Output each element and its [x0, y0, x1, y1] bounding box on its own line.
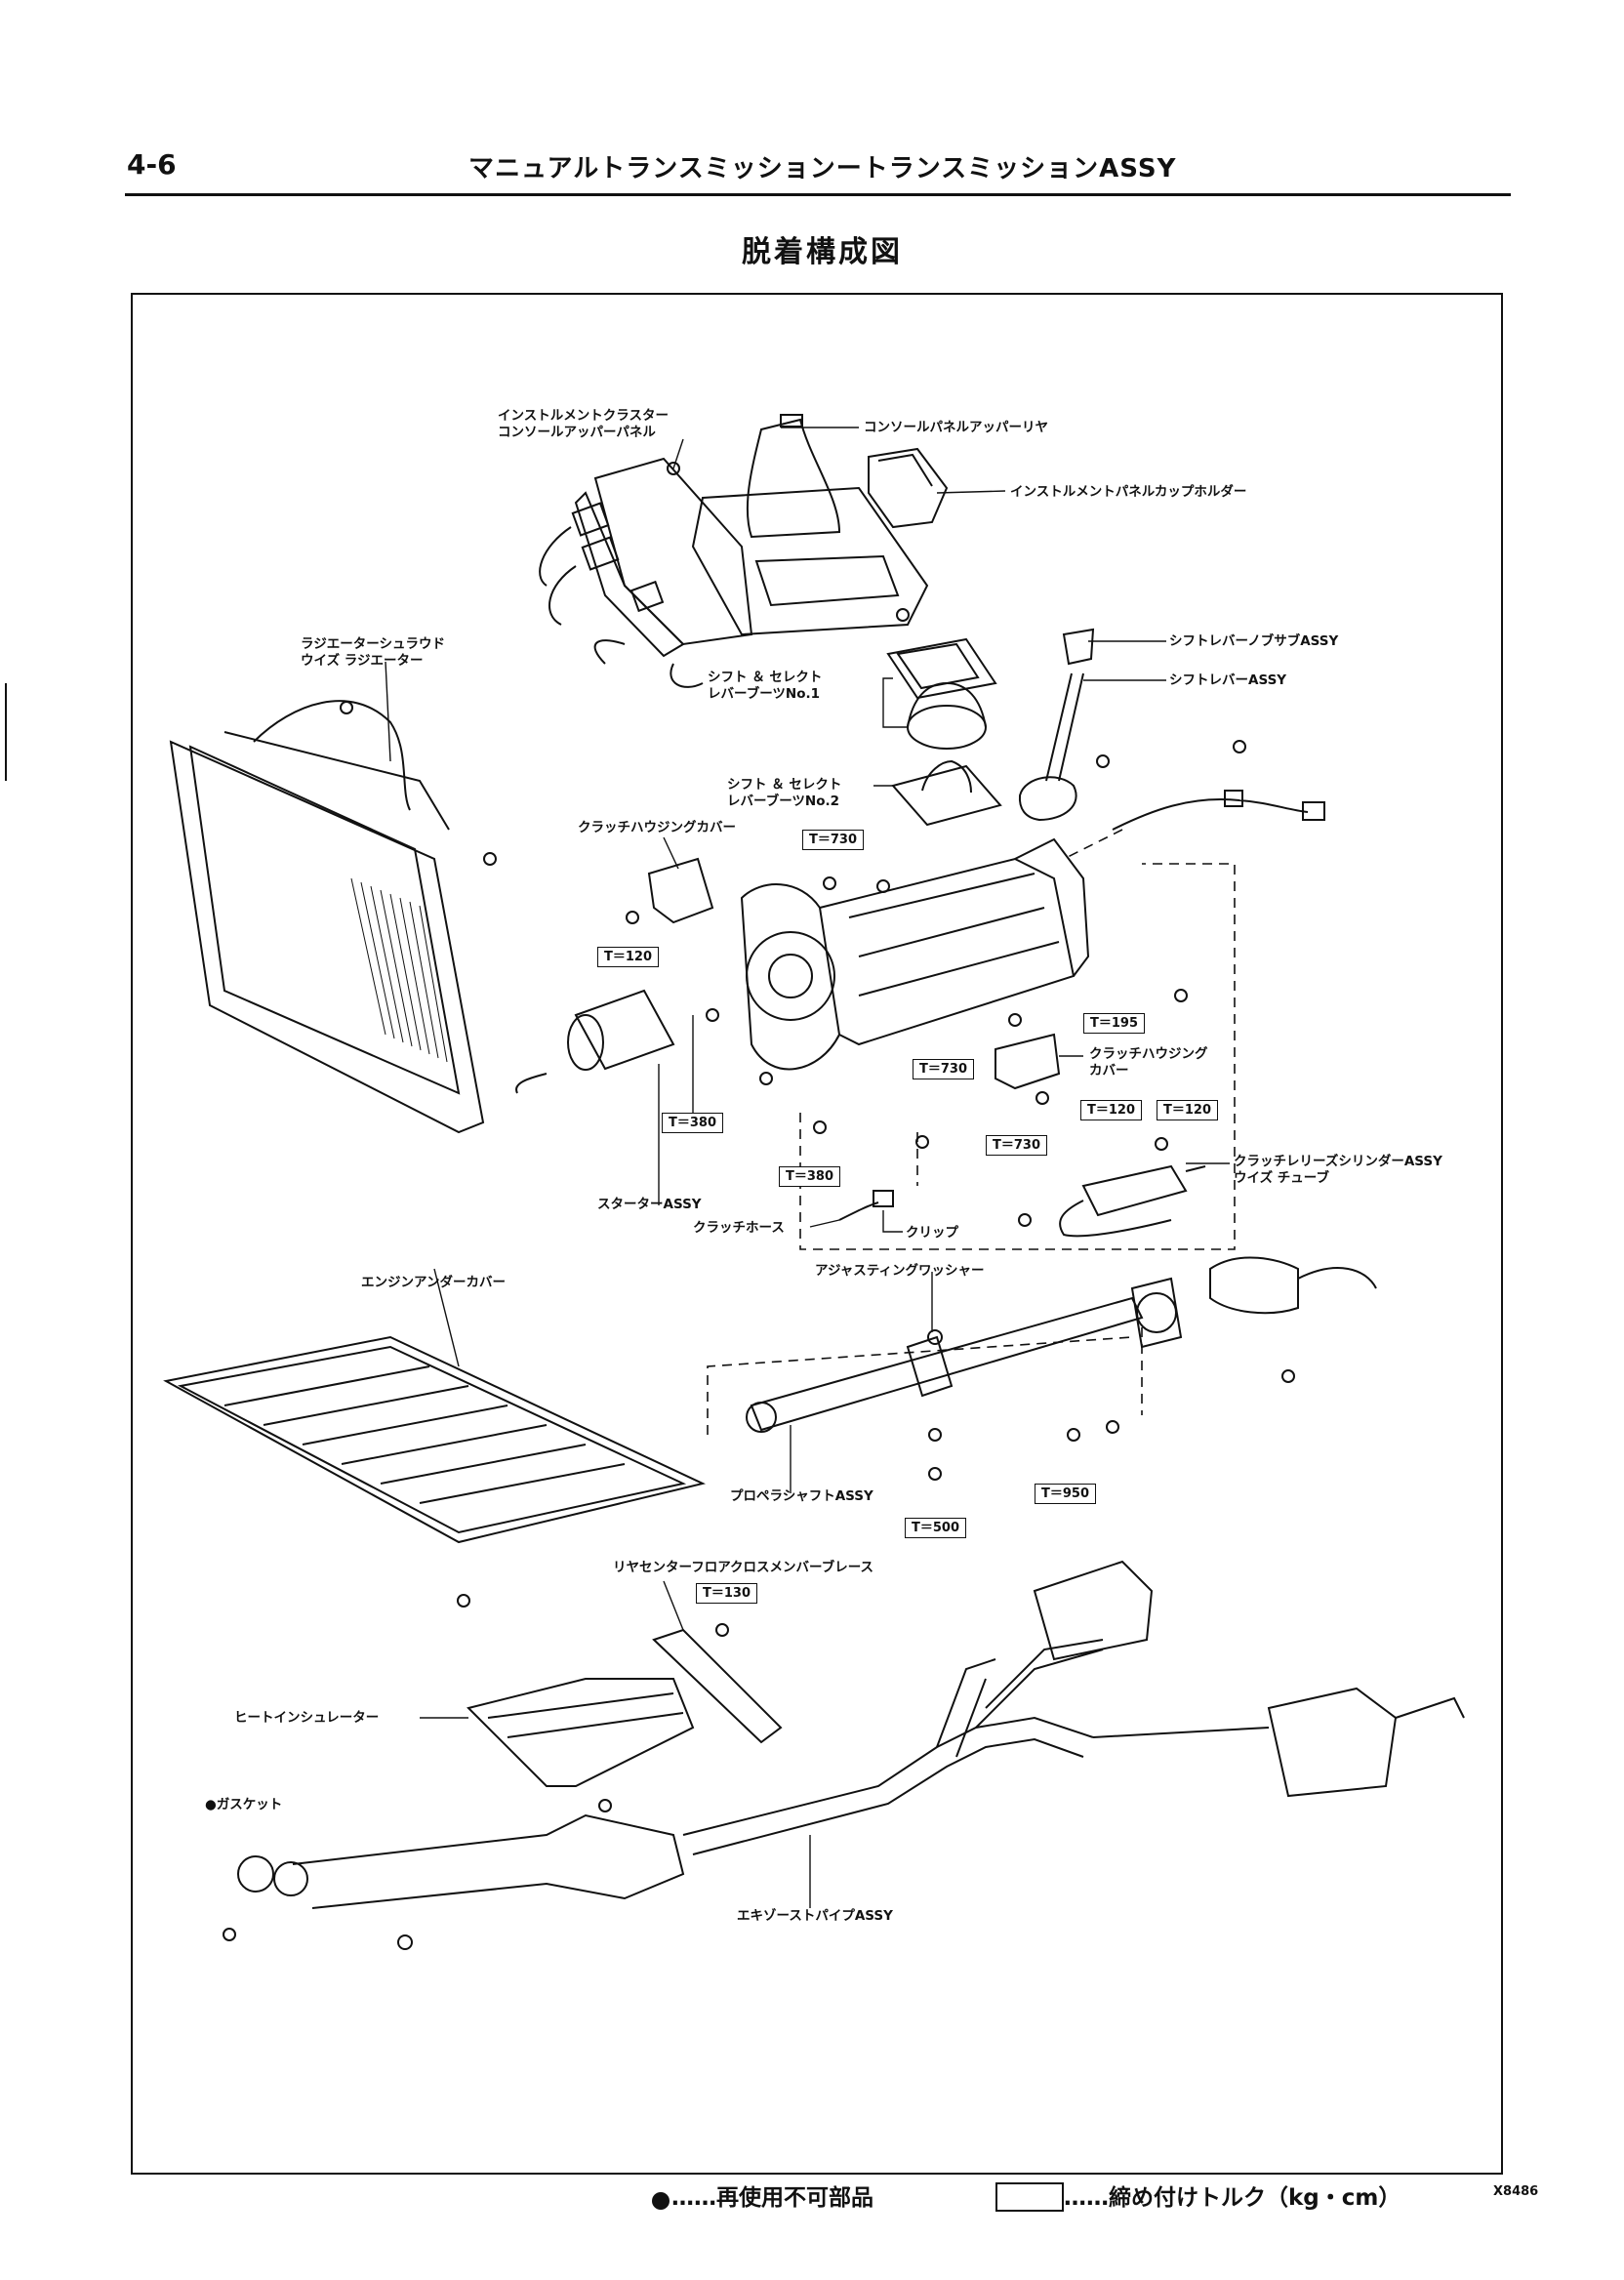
label-starter: スターターASSY: [597, 1197, 702, 1212]
release-cylinder-part: [1059, 1164, 1206, 1238]
starter-part: [515, 989, 675, 1094]
clutch-cover-left-part: [647, 857, 714, 924]
label-cluster-panel-2: コンソールアッパーパネル: [498, 425, 656, 440]
leader-lines: [385, 427, 1230, 1908]
engine-under-cover-part: [163, 1335, 707, 1544]
torque-box: T＝195: [1083, 1013, 1146, 1034]
label-clutch-cover-right-1: クラッチハウジング: [1089, 1046, 1208, 1062]
harness-part: [1112, 790, 1325, 831]
heat-insulator-part: [467, 1678, 695, 1787]
boot2-part: [891, 759, 1002, 827]
page-title: マニュアルトランスミッションートランスミッションASSY: [468, 154, 1177, 183]
radiator-part: [169, 700, 485, 1134]
bolt-markers: [223, 462, 1295, 1950]
label-release-cylinder-2: ウイズ チューブ: [1234, 1170, 1329, 1186]
page-number: 4-6: [127, 148, 177, 181]
torque-box: T＝730: [986, 1135, 1048, 1156]
label-console-panel-upper-rear: コンソールパネルアッパーリヤ: [864, 420, 1048, 435]
torque-box: T＝120: [1080, 1100, 1143, 1120]
torque-box: T＝120: [1157, 1100, 1219, 1120]
label-boot2-2: レバーブーツNo.2: [727, 794, 840, 809]
radiator-core-fins: [350, 877, 448, 1063]
label-engine-under-cover: エンジンアンダーカバー: [361, 1275, 506, 1290]
label-cluster-panel-1: インストルメントクラスター: [498, 408, 669, 424]
label-propeller-shaft: プロペラシャフトASSY: [730, 1488, 873, 1504]
label-boot1-2: レバーブーツNo.1: [708, 686, 821, 702]
clutch-cover-right-part: [995, 1033, 1061, 1090]
label-clutch-hose: クラッチホース: [693, 1220, 785, 1236]
rear-brace-part: [652, 1628, 783, 1744]
label-heat-insulator: ヒートインシュレーター: [234, 1710, 380, 1726]
legend-non-reusable: ……再使用不可部品: [671, 2185, 873, 2211]
label-adjusting-washer: アジャスティングワッシャー: [815, 1263, 985, 1279]
shift-lever-part: [1018, 628, 1095, 822]
propeller-outline: [707, 1327, 1143, 1435]
torque-box: T＝380: [779, 1166, 841, 1187]
torque-box: T＝130: [696, 1583, 758, 1604]
torque-box: T＝730: [913, 1059, 975, 1079]
legend-torque: ……締め付けトルク（kg・cm）: [1064, 2185, 1401, 2211]
propeller-shaft-part: [746, 1277, 1183, 1433]
exhaust-pipe-part: [237, 1560, 1465, 1909]
label-radiator-shroud-1: ラジエーターシュラウド: [301, 636, 445, 652]
figure-code: X8486: [1493, 2184, 1539, 2199]
torque-box: T＝950: [1035, 1484, 1097, 1504]
label-clutch-cover-right-2: カバー: [1089, 1063, 1129, 1079]
label-exhaust-pipe: エキゾーストパイプASSY: [737, 1908, 893, 1924]
torque-box: T＝500: [905, 1518, 967, 1538]
cluster-panel-part: [539, 457, 753, 688]
torque-box: T＝730: [802, 830, 865, 850]
label-rear-center-brace: リヤセンターフロアクロスメンバーブレース: [613, 1560, 874, 1575]
boot1-part: [886, 637, 997, 750]
console-panel-upper-rear-part: [691, 414, 929, 636]
section-title: 脱着構成図: [742, 235, 903, 269]
label-shift-knob: シフトレバーノブサブASSY: [1169, 633, 1339, 649]
clutch-hose-part: [838, 1190, 894, 1221]
non-reusable-part-marker-icon: [652, 2192, 670, 2210]
assembly-outline: [799, 829, 1236, 1250]
header-divider: [125, 193, 1511, 196]
differential-part: [1209, 1256, 1377, 1315]
cup-holder-part: [868, 447, 949, 529]
label-clutch-cover-left: クラッチハウジングカバー: [578, 820, 736, 835]
torque-box-legend-icon: [995, 2182, 1064, 2212]
label-shift-lever: シフトレバーASSY: [1169, 672, 1287, 688]
torque-box: T＝380: [662, 1113, 724, 1133]
label-boot2-1: シフト ＆ セレクト: [727, 777, 842, 793]
label-boot1-1: シフト ＆ セレクト: [708, 670, 823, 685]
label-radiator-shroud-2: ウイズ ラジエーター: [301, 653, 424, 669]
torque-box: T＝120: [597, 947, 660, 967]
label-gasket: ●ガスケット: [205, 1797, 283, 1812]
label-release-cylinder-1: クラッチレリーズシリンダーASSY: [1234, 1154, 1442, 1169]
label-cup-holder: インストルメントパネルカップホルダー: [1010, 484, 1247, 500]
label-clip: クリップ: [906, 1225, 958, 1241]
diagram-frame: [131, 293, 1503, 2175]
transmission-part: [740, 837, 1090, 1071]
